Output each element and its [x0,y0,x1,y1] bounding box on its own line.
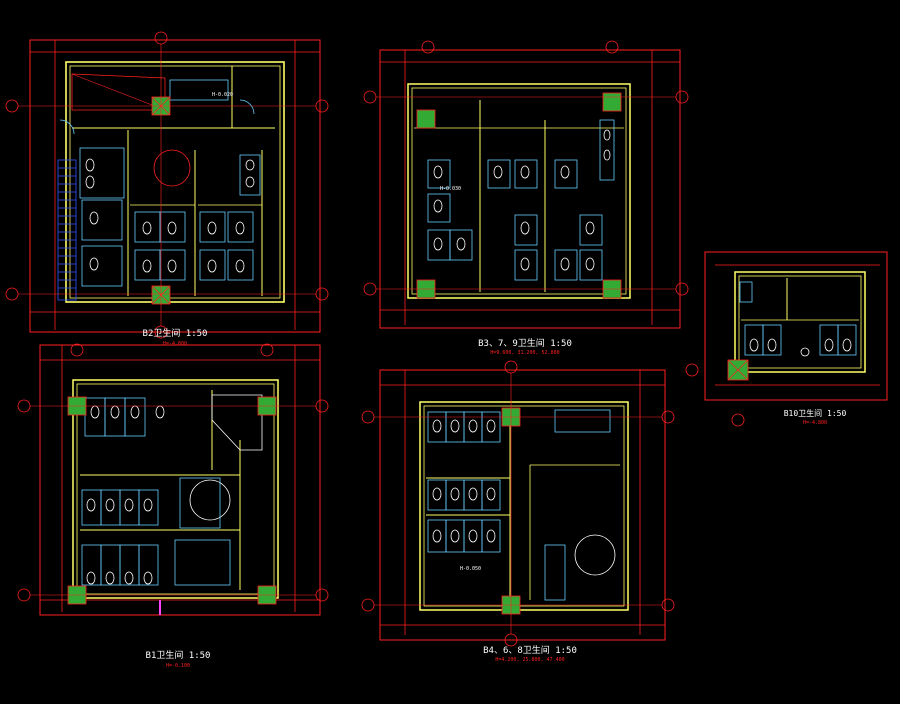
floor-plan-1: B2卫生间 1:50 H=-4.800 H-0.020 [5,31,329,347]
plan-1-title: B2卫生间 1:50 [143,327,208,339]
plan-4-title: B4、6、8卫生间 1:50 [483,644,577,656]
plan-5-title: B10卫生间 1:50 [784,408,847,418]
plan-2-title: B3、7、9卫生间 1:50 [478,337,572,349]
plan-1-subtitle: H=-4.800 [163,341,187,347]
floor-plan-4: B4、6、8卫生间 1:50 H=4.200, 25.800, 47.400 H… [361,360,675,663]
plan-4-elevation-note: H-0.050 [460,566,481,572]
plan-2-subtitle: H=9.600, 31.200, 52.800 [490,350,559,356]
plan-1-elevation-note: H-0.020 [212,92,233,98]
plan-3-title: B1卫生间 1:50 [146,649,211,661]
plan-2-elevation-note: H-0.030 [440,186,461,192]
plan-3-subtitle: H=-0.100 [166,663,190,669]
plan-5-subtitle: H=-4.800 [803,420,827,426]
floor-plan-5: B10卫生间 1:50 H=-4.800 [685,251,888,427]
floor-plan-2: B3、7、9卫生间 1:50 H=9.600, 31.200, 52.800 H… [363,40,689,356]
plan-4-subtitle: H=4.200, 25.800, 47.400 [495,657,564,663]
floor-plan-3: B1卫生间 1:50 H=-0.100 [17,343,329,669]
